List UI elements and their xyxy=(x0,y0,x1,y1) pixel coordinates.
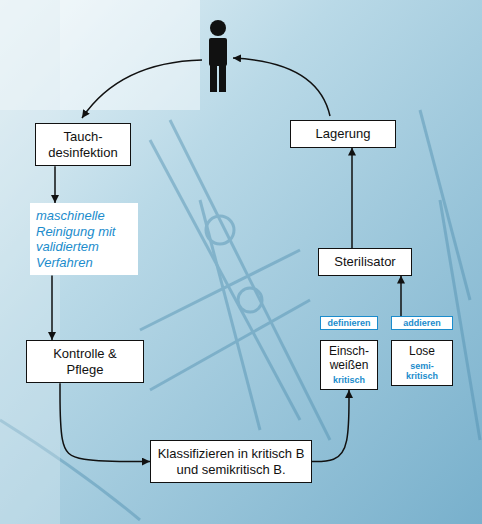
flow-arrow xyxy=(400,276,402,316)
process-box: Lagerung xyxy=(290,120,396,148)
person-icon xyxy=(209,20,227,92)
person-head xyxy=(210,20,226,36)
instrument xyxy=(170,120,330,440)
process-box: Einsch- weißen kritisch xyxy=(320,340,378,390)
flow-arrow xyxy=(351,148,353,248)
flow-arrow xyxy=(60,383,150,461)
node-text: definieren xyxy=(323,318,375,328)
node-text: semi- kritisch xyxy=(395,361,449,382)
node-text: Tauch- desinfektion xyxy=(42,129,124,160)
flow-arrow xyxy=(54,166,56,203)
tag-box: definieren xyxy=(320,316,378,330)
process-box: Lose semi- kritisch xyxy=(391,340,453,386)
node-text: Lose xyxy=(395,345,449,359)
person-body xyxy=(209,38,227,66)
instrument xyxy=(200,200,260,430)
instrument-ring xyxy=(238,288,262,312)
highlight-box: maschinelle Reinigung mit validiertem Ve… xyxy=(30,203,138,275)
instrument-ring xyxy=(206,216,234,244)
node-text: addieren xyxy=(394,318,450,328)
node-text: Klassifizieren in kritisch B und semikri… xyxy=(157,446,305,477)
process-box: Kontrolle & Pflege xyxy=(26,340,144,383)
node-text: Sterilisator xyxy=(325,254,405,270)
instrument xyxy=(420,110,470,300)
flow-arrow xyxy=(51,275,53,340)
node-text: Einsch- weißen xyxy=(324,345,374,373)
cycle-arrow xyxy=(82,60,202,118)
cycle-arrow xyxy=(233,58,330,116)
node-text: Lagerung xyxy=(297,126,389,142)
process-box: Tauch- desinfektion xyxy=(35,123,131,166)
node-text: maschinelle Reinigung mit validiertem Ve… xyxy=(36,208,132,270)
process-box: Sterilisator xyxy=(318,248,412,276)
instrument-shapes xyxy=(0,110,480,520)
instrument xyxy=(150,300,310,390)
flow-arrow xyxy=(312,390,349,462)
node-text: Kontrolle & Pflege xyxy=(33,346,137,377)
person-leg xyxy=(210,64,217,92)
tag-box: addieren xyxy=(391,316,453,330)
node-text: kritisch xyxy=(324,375,374,385)
person-leg xyxy=(219,64,226,92)
process-box: Klassifizieren in kritisch B und semikri… xyxy=(150,440,312,483)
